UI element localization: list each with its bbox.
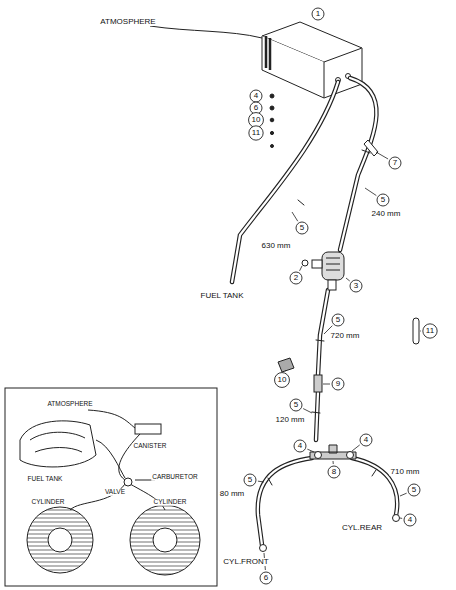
part-label: CYLINDER xyxy=(153,499,188,506)
part-label: 240 mm xyxy=(371,210,402,218)
leader-line xyxy=(292,212,298,221)
canister xyxy=(262,22,362,98)
leader-line xyxy=(300,266,302,271)
leader-line xyxy=(352,445,360,451)
part-label: 630 mm xyxy=(261,242,292,250)
leader-line xyxy=(333,461,334,464)
callout-number: 6 xyxy=(253,104,259,112)
callout-circle xyxy=(377,194,389,206)
callout-circle xyxy=(290,272,302,284)
callout-number: 4 xyxy=(253,92,259,100)
callout-circle xyxy=(332,378,344,390)
leader-line xyxy=(376,152,388,159)
part-label: FUEL TANK xyxy=(200,292,245,300)
leader-line xyxy=(365,188,376,196)
callout-circle xyxy=(350,280,362,292)
callout-number: 10 xyxy=(251,116,262,124)
leader-line xyxy=(307,449,314,452)
part-label: CARBURETOR xyxy=(151,474,198,481)
hoses xyxy=(232,78,397,545)
inset-schematic xyxy=(5,388,217,586)
bracket xyxy=(278,358,294,372)
callout-number: 3 xyxy=(353,282,359,290)
callout-number: 8 xyxy=(331,468,337,476)
callout-circle xyxy=(250,90,262,102)
joint xyxy=(314,375,322,392)
callout-circle xyxy=(296,222,308,234)
callout-number: 9 xyxy=(335,380,341,388)
part-label: 80 mm xyxy=(219,490,245,498)
callout-circle xyxy=(423,324,437,338)
callout-circle xyxy=(260,572,272,584)
leader-line xyxy=(400,493,407,496)
part-label: VALVE xyxy=(104,489,126,496)
callout-circle xyxy=(249,113,264,128)
part-label: CANISTER xyxy=(133,443,168,450)
valve xyxy=(302,252,344,290)
callout-number: 7 xyxy=(392,159,398,167)
part-label: CYL.REAR xyxy=(341,524,383,532)
callout-circle xyxy=(389,157,401,169)
leader-line xyxy=(346,278,350,281)
part-label: FUEL TANK xyxy=(27,476,64,483)
callout-number: 11 xyxy=(425,327,435,335)
leader-line xyxy=(400,518,402,519)
callout-circle xyxy=(328,466,340,478)
leader-line xyxy=(323,384,330,385)
part-label: ATMOSPHERE xyxy=(99,18,156,26)
callout-number: 11 xyxy=(251,129,261,137)
clip xyxy=(364,140,378,156)
t-fitting xyxy=(310,445,356,459)
callout-number: 6 xyxy=(263,574,269,582)
callout-circle xyxy=(360,434,372,446)
callout-number: 5 xyxy=(299,224,305,232)
callout-circle xyxy=(408,484,420,496)
part-label: 710 mm xyxy=(390,468,421,476)
callout-number: 5 xyxy=(380,196,386,204)
callout-number: 1 xyxy=(315,10,321,18)
callout-number: 4 xyxy=(407,516,413,524)
callout-circle xyxy=(404,514,416,526)
callout-number: 4 xyxy=(363,436,369,444)
part-label: CYL.FRONT xyxy=(222,558,269,566)
callout-circle xyxy=(294,440,306,452)
callout-number: 2 xyxy=(293,274,299,282)
callout-circle xyxy=(312,8,324,20)
part-label: 720 mm xyxy=(330,332,361,340)
atmosphere-line xyxy=(150,26,262,38)
callout-number: 5 xyxy=(293,401,299,409)
callout-circle xyxy=(290,399,302,411)
part-label: CYLINDER xyxy=(31,499,66,506)
leader-line xyxy=(258,481,264,483)
callout-number: 4 xyxy=(297,442,303,450)
callout-circle xyxy=(275,373,290,388)
callout-circle xyxy=(332,314,344,326)
clip xyxy=(413,318,419,344)
callout-circle xyxy=(244,474,256,486)
part-label: ATMOSPHERE xyxy=(46,401,93,408)
leader-line xyxy=(303,409,312,413)
callout-circle xyxy=(249,126,263,140)
leader-line xyxy=(285,370,286,371)
part-label: 120 mm xyxy=(275,416,306,424)
callout-number: 5 xyxy=(411,486,417,494)
callout-number: 10 xyxy=(277,376,288,384)
callout-number: 5 xyxy=(335,316,341,324)
leader-line xyxy=(420,331,422,332)
small-parts xyxy=(270,94,274,148)
callout-number: 5 xyxy=(247,476,253,484)
